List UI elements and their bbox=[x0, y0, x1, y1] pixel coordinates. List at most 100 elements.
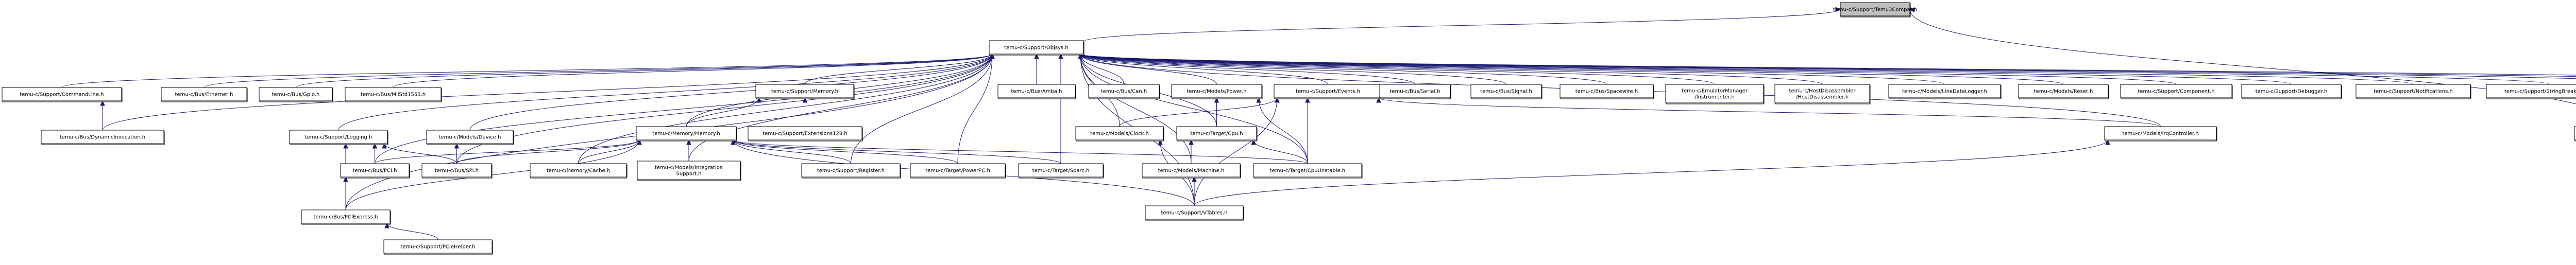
node-box bbox=[755, 84, 854, 98]
node-register[interactable]: temu-c/Support/Register.h bbox=[801, 163, 901, 179]
edge-cpuunstable-to-cpu bbox=[1253, 139, 1308, 164]
node-instrumenter[interactable]: temu-c/EmulatorManager/Instrumenter.h bbox=[1665, 84, 1765, 104]
node-device[interactable]: temu-c/Models/Device.h bbox=[426, 130, 514, 145]
arrowhead-icon bbox=[382, 143, 387, 149]
arrowhead-icon bbox=[384, 222, 389, 228]
node-label: temu-c/Bus/Signal.h bbox=[1480, 89, 1532, 95]
edge-analog-to-objsys bbox=[1080, 54, 2576, 76]
node-objsys[interactable]: temu-c/Support/Objsys.h bbox=[989, 40, 1084, 56]
node-spacewire[interactable]: temu-c/Bus/Spacewire.h bbox=[1560, 84, 1654, 99]
arrowhead-icon bbox=[1376, 97, 1381, 103]
node-strbp[interactable]: temu-c/Support/StringBreakpoint.h bbox=[2486, 84, 2576, 99]
arrowhead-icon bbox=[1192, 176, 1197, 182]
node-dyninv[interactable]: temu-c/Bus/DynamicInvocation.h bbox=[41, 130, 165, 145]
node-serial[interactable]: temu-c/Bus/Serial.h bbox=[1379, 84, 1451, 99]
node-signal[interactable]: temu-c/Bus/Signal.h bbox=[1470, 84, 1543, 99]
node-box bbox=[1142, 163, 1241, 178]
node-notifications[interactable]: temu-c/Support/Notifications.h bbox=[2355, 84, 2471, 99]
node-label: temu-c/Memory/Memory.h bbox=[652, 131, 720, 137]
node-power[interactable]: temu-c/Models/Power.h bbox=[1171, 84, 1263, 99]
node-box bbox=[426, 130, 514, 144]
edge-cache-to-memmemory bbox=[578, 139, 640, 164]
node-machine[interactable]: temu-c/Models/Machine.h bbox=[1142, 163, 1241, 179]
node-box bbox=[1379, 84, 1451, 98]
node-component[interactable]: temu-c/Support/Component.h bbox=[2120, 84, 2233, 99]
arrowhead-icon bbox=[1034, 53, 1039, 59]
node-box bbox=[345, 87, 442, 101]
node-time[interactable]: temu-c/Support/Time.h bbox=[2574, 126, 2576, 142]
node-label: /Instrumenter.h bbox=[1694, 95, 1734, 100]
node-debugger[interactable]: temu-c/Support/Debugger.h bbox=[2241, 84, 2342, 99]
node-cpu[interactable]: temu-c/Target/Cpu.h bbox=[1176, 126, 1258, 142]
edge-sparc-to-memmemory bbox=[733, 139, 1061, 164]
node-supmemory[interactable]: temu-c/Support/Memory.h bbox=[755, 84, 855, 99]
node-reset[interactable]: temu-c/Models/Reset.h bbox=[2018, 84, 2109, 99]
edge-machine-to-objsys bbox=[1080, 54, 1192, 164]
arrowhead-icon bbox=[1835, 7, 1841, 12]
node-box bbox=[340, 163, 410, 178]
node-pciehelper[interactable]: temu-c/Support/PCIeHelper.h bbox=[383, 239, 493, 255]
arrowhead-icon bbox=[990, 53, 995, 59]
node-linedata[interactable]: temu-c/Models/LineDataLogger.h bbox=[1888, 84, 2002, 99]
node-vtables[interactable]: temu-c/Support/VTables.h bbox=[1145, 205, 1244, 221]
node-cpuunstable[interactable]: temu-c/Target/CpuUnstable.h bbox=[1253, 163, 1363, 179]
node-spi[interactable]: temu-c/Bus/SPI.h bbox=[421, 163, 493, 179]
node-label: temu-c/EmulatorManager bbox=[1682, 89, 1748, 94]
node-box bbox=[1253, 163, 1362, 178]
node-amba[interactable]: temu-c/Bus/Amba.h bbox=[997, 84, 1076, 99]
arrowhead-icon bbox=[1078, 53, 1083, 59]
node-pciexpress[interactable]: temu-c/Bus/PCIExpress.h bbox=[301, 209, 391, 225]
node-label: temu-c/Support/CommandLine.h bbox=[20, 92, 104, 98]
edge-hostdis-to-objsys bbox=[1080, 54, 1823, 85]
node-label: temu-c/Models/Device.h bbox=[439, 135, 501, 140]
node-powerpc[interactable]: temu-c/Target/PowerPC.h bbox=[910, 163, 1006, 179]
node-hostdis[interactable]: temu-c/HostDisassembler/HostDisassembler… bbox=[1774, 84, 1871, 104]
edge-spi-to-memmemory bbox=[456, 139, 640, 164]
edge-signal-to-objsys bbox=[1080, 54, 1506, 85]
edge-powerpc-to-memmemory bbox=[733, 139, 958, 164]
node-box bbox=[289, 130, 388, 144]
node-cache[interactable]: temu-c/Memory/Cache.h bbox=[530, 163, 628, 179]
edge-device-to-objsys bbox=[469, 54, 993, 131]
node-box bbox=[2574, 126, 2576, 140]
node-label: temu-c/Target/Cpu.h bbox=[1190, 131, 1243, 137]
node-label: temu-c/Models/IrqController.h bbox=[2122, 131, 2198, 137]
node-can[interactable]: temu-c/Bus/Can.h bbox=[1088, 84, 1160, 99]
node-clock[interactable]: temu-c/Models/Clock.h bbox=[1075, 126, 1164, 142]
node-ext128[interactable]: temu-c/Support/Extensions128.h bbox=[748, 126, 863, 142]
node-label: temu-c/Support/Events.h bbox=[1296, 89, 1360, 95]
node-events[interactable]: temu-c/Support/Events.h bbox=[1274, 84, 1383, 99]
node-label: temu-c/Models/Machine.h bbox=[1158, 168, 1225, 174]
edge-pci-to-memmemory bbox=[375, 139, 640, 164]
edge-spacewire-to-objsys bbox=[1080, 54, 1607, 85]
node-label: temu-c/HostDisassembler bbox=[1789, 89, 1856, 94]
node-label: temu-c/Target/CpuUnstable.h bbox=[1270, 168, 1345, 174]
edge-vtables-to-irqctrl bbox=[1194, 139, 2108, 206]
node-label: temu-c/Bus/SPI.h bbox=[435, 168, 479, 174]
node-box bbox=[1145, 205, 1244, 220]
node-temu3compat: temu-c/Support/Temu3Compat.h bbox=[1833, 2, 1917, 17]
node-sparc[interactable]: temu-c/Target/Sparc.h bbox=[1018, 163, 1104, 179]
node-gpio[interactable]: temu-c/Bus/Gpio.h bbox=[259, 87, 333, 102]
node-pci[interactable]: temu-c/Bus/PCI.h bbox=[340, 163, 410, 179]
node-box bbox=[2, 87, 122, 101]
node-box bbox=[259, 87, 333, 101]
node-logging[interactable]: temu-c/Support/Logging.h bbox=[289, 130, 388, 145]
arrowhead-icon bbox=[372, 143, 378, 149]
node-box bbox=[1075, 126, 1164, 140]
edge-power-to-objsys bbox=[1080, 54, 1217, 85]
node-label: temu-c/Support/VTables.h bbox=[1161, 210, 1228, 216]
node-commandline[interactable]: temu-c/Support/CommandLine.h bbox=[2, 87, 123, 102]
edge-pciehelper-to-pciexpress bbox=[386, 223, 438, 240]
node-ethernet[interactable]: temu-c/Bus/Ethernet.h bbox=[161, 87, 248, 102]
edge-ethernet-to-objsys bbox=[204, 54, 993, 88]
node-milstd[interactable]: temu-c/Bus/MilStd1553.h bbox=[345, 87, 442, 102]
node-label: temu-c/Models/LineDataLogger.h bbox=[1902, 89, 1987, 95]
node-box bbox=[2486, 84, 2576, 98]
edge-objsys-to-temu3compat bbox=[1083, 9, 1841, 42]
node-irqctrl[interactable]: temu-c/Models/IrqController.h bbox=[2104, 126, 2217, 142]
node-label: temu-c/Bus/Spacewire.h bbox=[1575, 89, 1638, 95]
edge-gpio-to-objsys bbox=[295, 54, 993, 88]
node-memmemory[interactable]: temu-c/Memory/Memory.h bbox=[636, 126, 737, 142]
